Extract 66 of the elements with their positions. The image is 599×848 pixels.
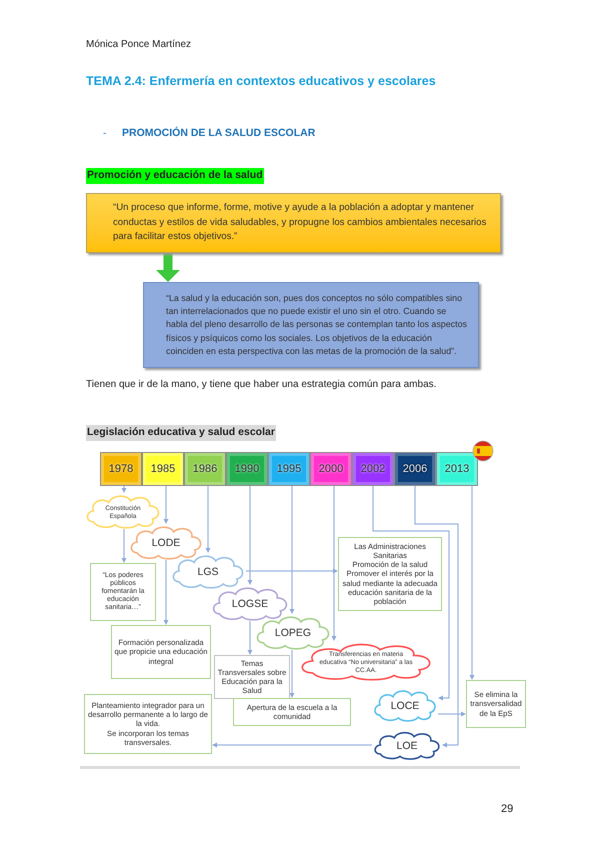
cloud: [254, 614, 332, 650]
year-cell: [394, 452, 436, 486]
year-cell: [142, 452, 184, 486]
subheading: Promoción y educación de la salud: [86, 168, 264, 184]
cloud: [210, 585, 290, 621]
cloud-text: LOE: [396, 738, 418, 754]
text-box: [111, 625, 211, 679]
year-cell: [268, 452, 310, 486]
connector-arrow: [246, 568, 338, 574]
cloud: [170, 553, 246, 589]
cloud-text: LOCE: [390, 698, 420, 714]
quote-box: [86, 193, 501, 253]
connector-arrow: [248, 620, 252, 655]
connector-arrow: [290, 486, 294, 614]
connector-arrow: [470, 486, 474, 680]
list-bullet: -: [103, 127, 106, 141]
connector-arrow: [164, 560, 168, 625]
connector-arrow: [164, 486, 168, 524]
quote-box: [143, 282, 479, 368]
connector-arrow: [212, 742, 372, 748]
cloud-text: LOGSE: [232, 596, 268, 612]
year-cell: [184, 452, 226, 486]
quote-text: “Un proceso que informe, forme, motive y ayude a la población a adoptar y mantener conductas y estilos de vida saludables, y propugne los cambios ambientales necesarios para facilitar estos objetivos.”: [113, 200, 488, 244]
block-arrow: [156, 253, 180, 282]
year-cell: [226, 452, 268, 486]
text-box: [84, 694, 212, 754]
year-label: 1986: [192, 462, 218, 477]
text-box: [233, 698, 351, 726]
cloud: [372, 730, 442, 760]
year-cell: [310, 452, 352, 486]
cloud: [128, 524, 204, 560]
connector-arrow: [332, 486, 336, 641]
year-label: 2000: [318, 462, 344, 477]
page-number: 29: [501, 802, 514, 817]
year-label: 1995: [276, 462, 302, 477]
text-box: [466, 680, 526, 728]
year-cell: [352, 452, 394, 486]
connector-arrow: [206, 486, 210, 553]
year-label: 1978: [108, 462, 134, 477]
cloud-text: LOPEG: [274, 626, 312, 641]
author-name: Mónica Ponce Martínez: [86, 38, 192, 52]
year-cell: [100, 452, 142, 486]
cloud-text: LGS: [197, 564, 218, 580]
cloud: [84, 493, 162, 529]
year-label: 2006: [402, 462, 428, 477]
year-label: 2002: [360, 462, 386, 477]
cloud-text: LODE: [152, 536, 180, 551]
year-label: 2013: [444, 462, 470, 477]
connector-arrow: [372, 486, 450, 700]
connector-arrow: [290, 650, 294, 698]
year-cell: [436, 452, 478, 486]
connector-arrow: [438, 712, 466, 716]
body-text: Tienen que ir de la mano, y tiene que haber una estrategia común para ambas.: [86, 378, 436, 392]
year-label: 1985: [150, 462, 176, 477]
section-heading: PROMOCIÓN DE LA SALUD ESCOLAR: [122, 126, 316, 141]
subheading: Legislación educativa y salud escolar: [86, 425, 276, 441]
connector-arrow: [414, 486, 458, 748]
text-box: [90, 563, 156, 621]
quote-text: “La salud y la educación son, pues dos conceptos no sólo compatibles sino tan interrelacionados que no puede existir el uno sin el otro. Cuando se habla del pleno desarrollo de las personas se contemplan tanto los aspectos físicos y psíquicos como los sociales. Los objetivos de la educación coinciden en esta perspectiva con las metas de la promoción de la salud”.: [166, 292, 468, 358]
connector-arrow: [122, 528, 126, 563]
year-label: 1990: [234, 462, 260, 477]
page-title: TEMA 2.4: Enfermería en contextos educativos y escolares: [86, 73, 436, 90]
connector-arrow: [122, 486, 126, 493]
text-box: [338, 537, 442, 611]
cloud: [372, 688, 438, 722]
connector-arrow: [248, 486, 252, 585]
